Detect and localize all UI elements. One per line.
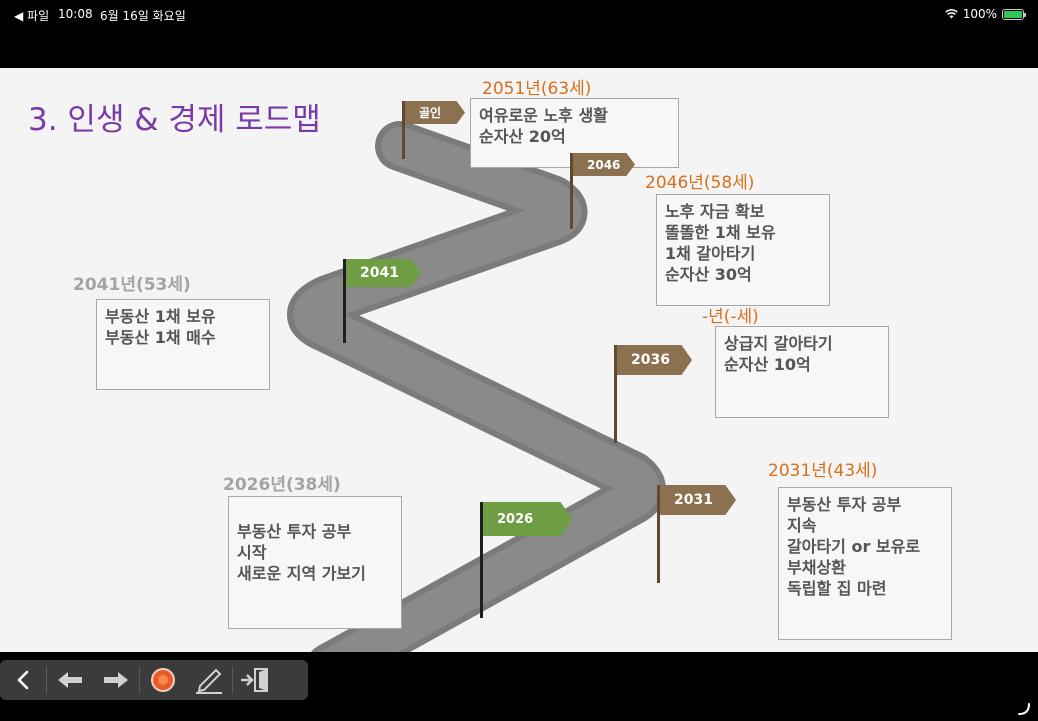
battery-percent: 100% — [962, 7, 997, 21]
status-date: 6월 16일 화요일 — [100, 9, 186, 23]
flag-label: 2036 — [617, 345, 692, 375]
milestone-line: 갈아타기 or 보유로 — [787, 537, 921, 556]
slide-title: 3. 인생 & 경제 로드맵 — [28, 102, 321, 138]
milestone-line: 부동산 투자 공부 — [787, 495, 902, 514]
flag-label: 2026 — [483, 502, 573, 536]
milestone-box-2026: 부동산 투자 공부 시작 새로운 지역 가보기 — [228, 496, 402, 629]
milestone-year-2041: 2041년(53세) — [73, 275, 191, 295]
milestone-line: 노후 자금 확보 — [665, 202, 765, 221]
flag-label: 골인 — [405, 101, 465, 124]
status-right: 100% — [944, 7, 1026, 21]
arrow-left-icon — [58, 672, 82, 688]
end-show-button[interactable] — [233, 660, 279, 700]
milestone-year-2051: 2051년(63세) — [482, 79, 592, 99]
milestone-line: 새로운 지역 가보기 — [237, 564, 366, 583]
milestone-line: 순자산 20억 — [479, 127, 566, 146]
pen-icon — [196, 668, 222, 694]
milestone-year-2046: 2046년(58세) — [645, 173, 755, 193]
pen-tool-button[interactable] — [186, 660, 232, 700]
back-to-app-link[interactable]: ◀ 파일 — [14, 9, 50, 23]
milestone-line: 지속 — [787, 516, 817, 535]
milestone-line: 순자산 10억 — [724, 355, 811, 374]
previous-slide-button[interactable] — [47, 660, 93, 700]
milestone-line: 부동산 1채 매수 — [105, 328, 216, 347]
collapse-toolbar-button[interactable] — [0, 660, 46, 700]
milestone-year-2036: -년(-세) — [702, 307, 759, 327]
record-icon — [151, 668, 175, 692]
battery-icon — [1002, 8, 1026, 20]
presentation-toolbar — [0, 660, 308, 700]
status-bar: ◀ 파일 10:08 6월 16일 화요일 100% — [0, 0, 1038, 68]
laser-pointer-button[interactable] — [140, 660, 186, 700]
milestone-line: 상급지 갈아타기 — [724, 334, 833, 353]
chevron-left-icon — [17, 670, 29, 690]
milestone-line: 똘똘한 1채 보유 — [665, 223, 776, 242]
milestone-box-2051: 여유로운 노후 생활 순자산 20억 — [470, 98, 679, 168]
milestone-line: 순자산 30억 — [665, 265, 752, 284]
milestone-box-2031: 부동산 투자 공부 지속 갈아타기 or 보유로 부채상환 독립할 집 마련 — [778, 487, 952, 640]
milestone-line: 여유로운 노후 생활 — [479, 106, 608, 125]
milestone-box-2041: 부동산 1채 보유 부동산 1채 매수 — [96, 299, 270, 390]
resize-handle-icon[interactable] — [1018, 703, 1030, 715]
flag-label: 2041 — [346, 259, 421, 287]
presentation-slide: 3. 인생 & 경제 로드맵 2051년(63세) 여유로운 노후 생활 순자산… — [0, 68, 1038, 652]
milestone-box-2036: 상급지 갈아타기 순자산 10억 — [715, 326, 889, 418]
arrow-right-icon — [104, 672, 128, 688]
status-time: 10:08 — [58, 7, 93, 21]
bottom-area — [0, 652, 1038, 721]
exit-icon — [241, 668, 268, 692]
flag-label: 2046 — [573, 153, 635, 176]
milestone-line: 부동산 투자 공부 — [237, 522, 352, 541]
milestone-line: 부동산 1채 보유 — [105, 307, 216, 326]
milestone-line: 1채 갈아타기 — [665, 244, 756, 263]
wifi-icon — [944, 9, 958, 19]
milestone-year-2026: 2026년(38세) — [223, 475, 341, 495]
milestone-line: 시작 — [237, 543, 267, 562]
milestone-line: 독립할 집 마련 — [787, 579, 887, 598]
winding-road — [287, 121, 666, 652]
next-slide-button[interactable] — [93, 660, 139, 700]
flag-label: 2031 — [660, 485, 736, 515]
milestone-year-2031: 2031년(43세) — [768, 461, 878, 481]
milestone-line: 부채상환 — [787, 558, 846, 577]
milestone-box-2046: 노후 자금 확보 똘똘한 1채 보유 1채 갈아타기 순자산 30억 — [656, 194, 830, 306]
